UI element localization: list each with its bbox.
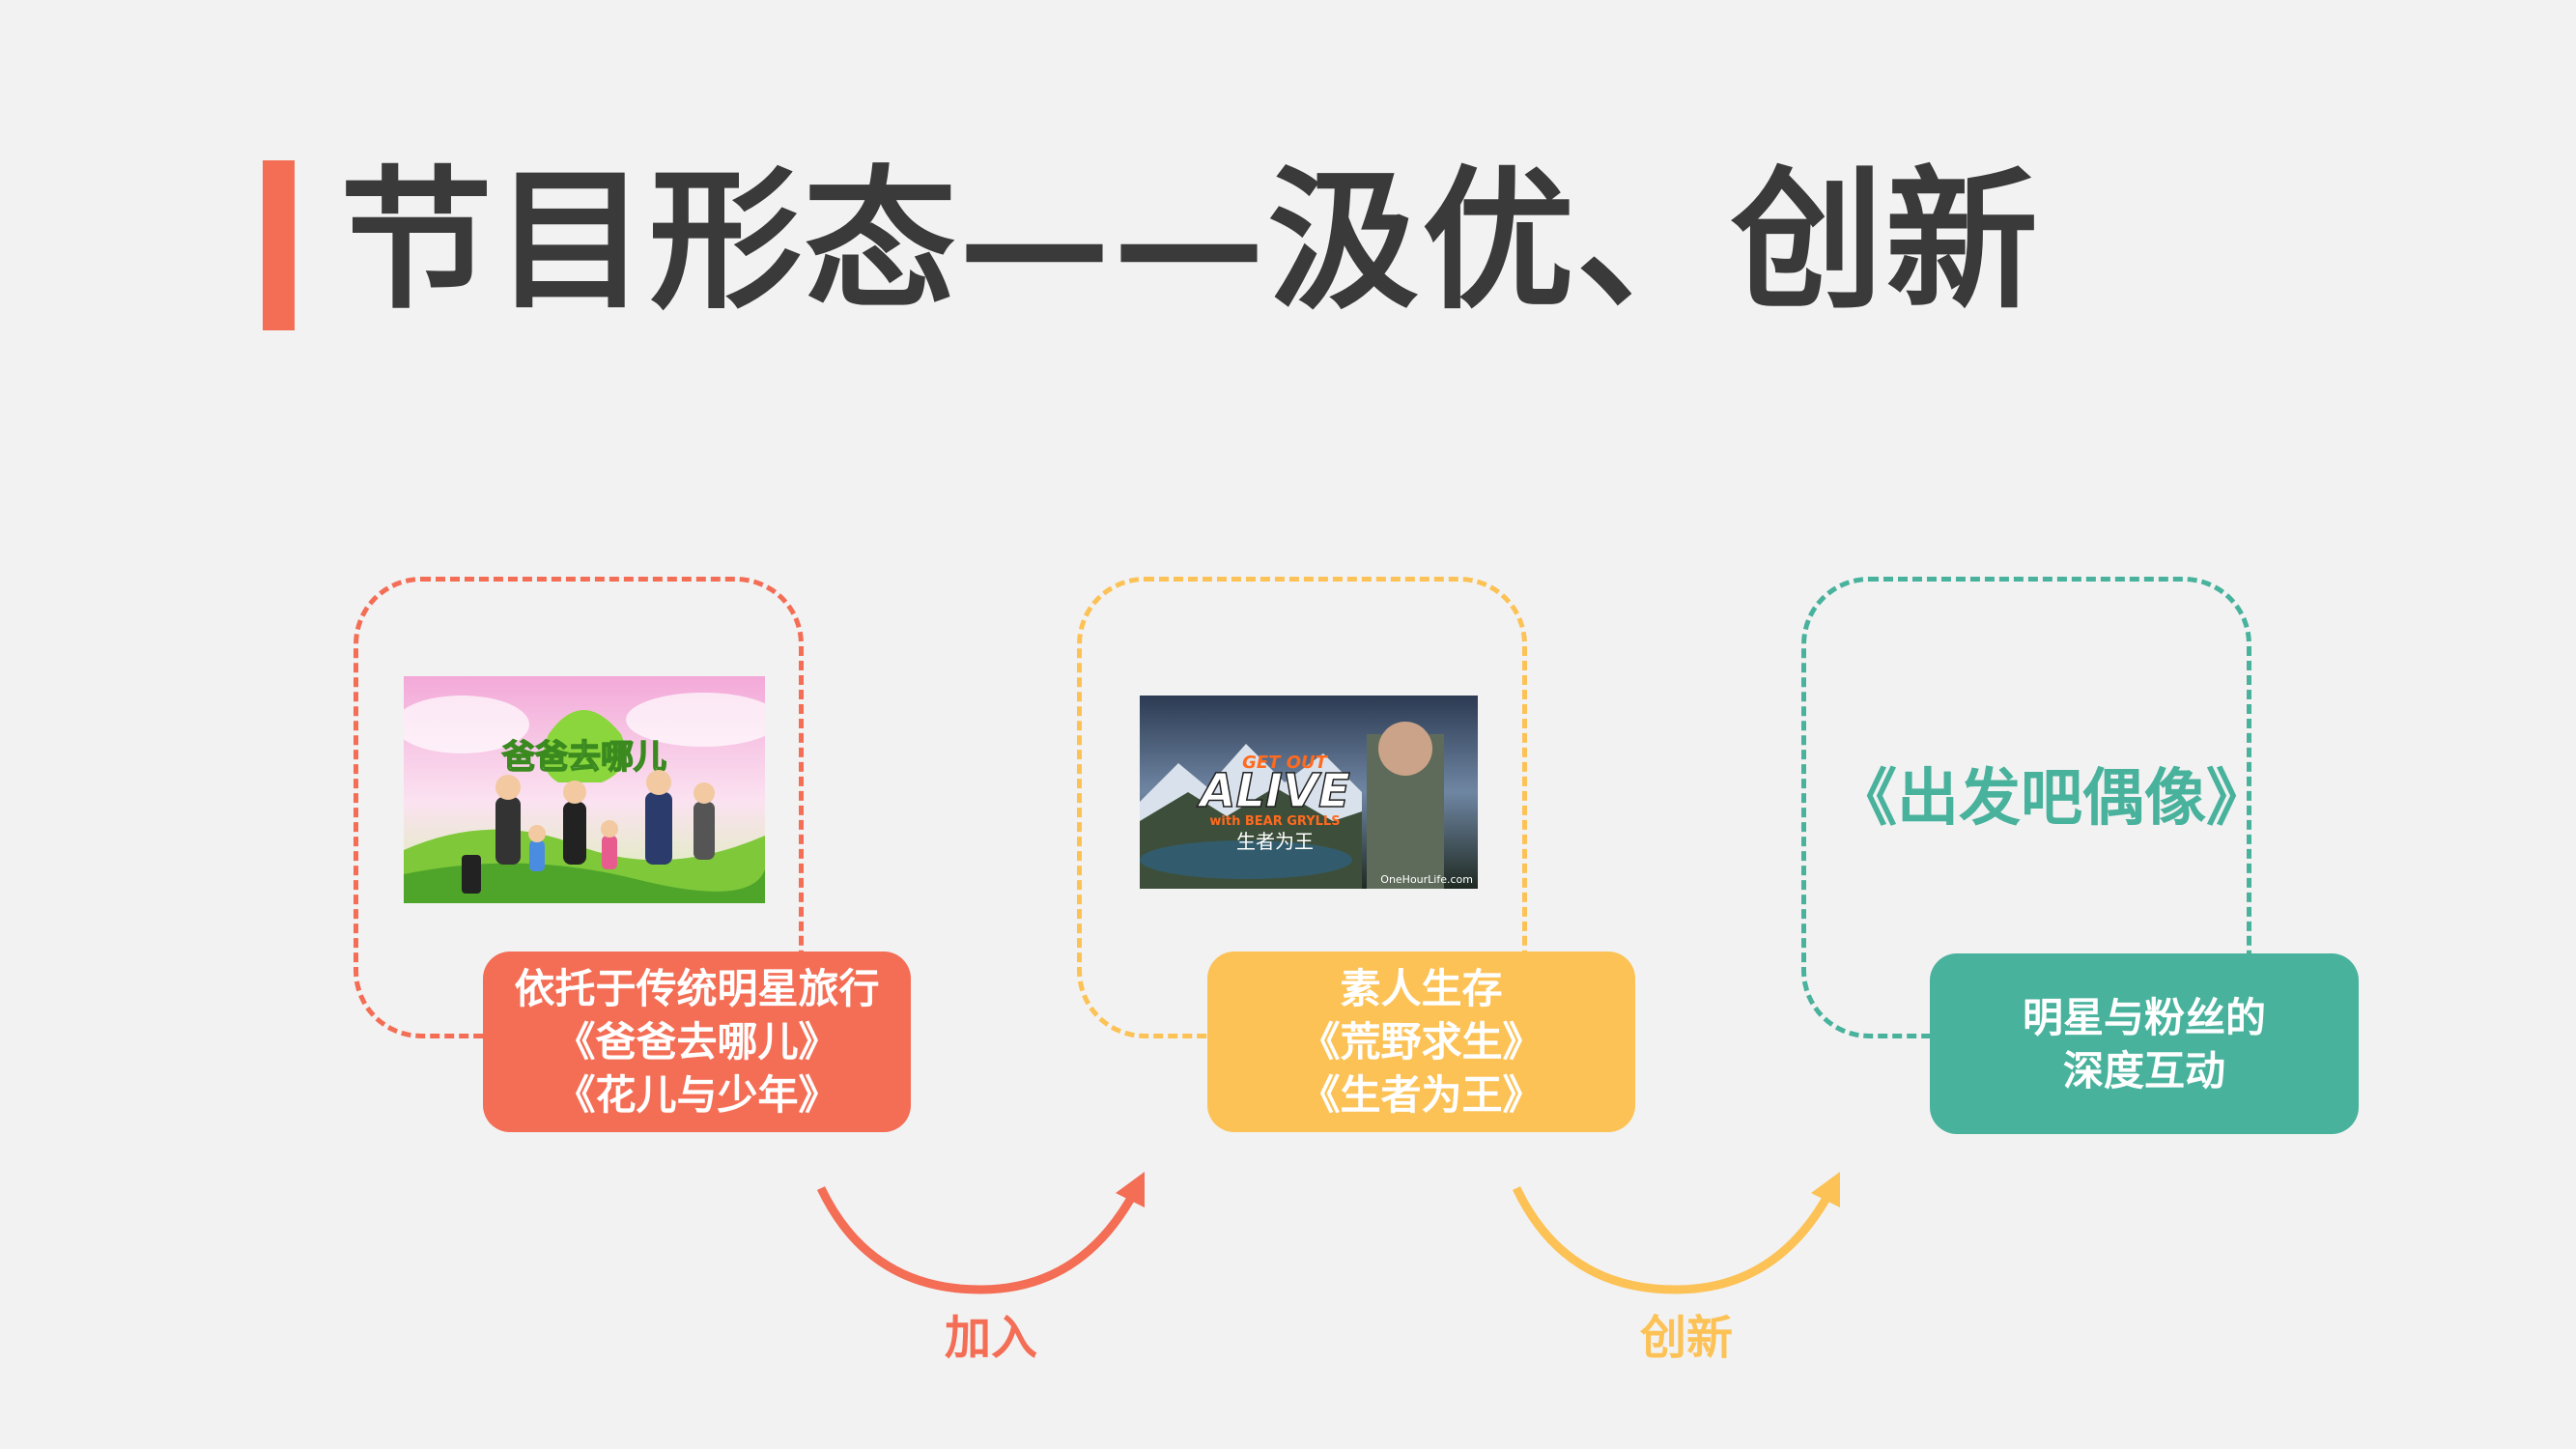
- stage-2-label-line-1: 素人生存: [1340, 965, 1503, 1012]
- poster-watermark: OneHourLife.com: [1380, 873, 1473, 886]
- variety-show-poster: 爸爸去哪儿: [404, 676, 765, 903]
- transition-1-label: 加入: [945, 1311, 1038, 1365]
- stage-2-label-line-3: 《生者为王》: [1299, 1071, 1543, 1119]
- poster-logo-text: 爸爸去哪儿: [501, 738, 666, 777]
- title-accent-bar: [263, 160, 295, 330]
- stage-2-image: GET OUT ALIVE with BEAR GRYLLS 生者为王 OneH…: [1140, 696, 1478, 889]
- survival-show-poster: GET OUT ALIVE with BEAR GRYLLS 生者为王 OneH…: [1140, 696, 1478, 889]
- stage-3-label-line-2: 深度互动: [2062, 1046, 2225, 1094]
- stage-1-label-line-1: 依托于传统明星旅行: [514, 965, 880, 1012]
- curved-arrow-icon: [1512, 1172, 1840, 1294]
- stage-2-label: 素人生存 《荒野求生》 《生者为王》: [1207, 952, 1635, 1132]
- stage-1-label: 依托于传统明星旅行 《爸爸去哪儿》 《花儿与少年》: [483, 952, 911, 1132]
- page-title: 节目形态——汲优、创新: [340, 152, 2040, 330]
- stage-1-image: 爸爸去哪儿: [404, 676, 765, 903]
- stage-2-label-line-2: 《荒野求生》: [1299, 1018, 1543, 1065]
- transition-2-label: 创新: [1640, 1311, 1734, 1365]
- stage-3-label-line-1: 明星与粉丝的: [2022, 993, 2266, 1041]
- poster-chinese-text: 生者为王: [1236, 830, 1314, 853]
- poster-sub-text: with BEAR GRYLLS: [1209, 814, 1340, 829]
- stage-1-label-line-2: 《爸爸去哪儿》: [554, 1018, 839, 1065]
- poster-main-text: ALIVE: [1196, 764, 1350, 818]
- poster-top-text: GET OUT: [1242, 753, 1329, 773]
- stage-3-label: 明星与粉丝的 深度互动: [1930, 953, 2359, 1134]
- stage-1-label-line-3: 《花儿与少年》: [554, 1071, 839, 1119]
- curved-arrow-icon: [816, 1172, 1145, 1294]
- stage-3-show-title: 《出发吧偶像》: [1835, 762, 2268, 835]
